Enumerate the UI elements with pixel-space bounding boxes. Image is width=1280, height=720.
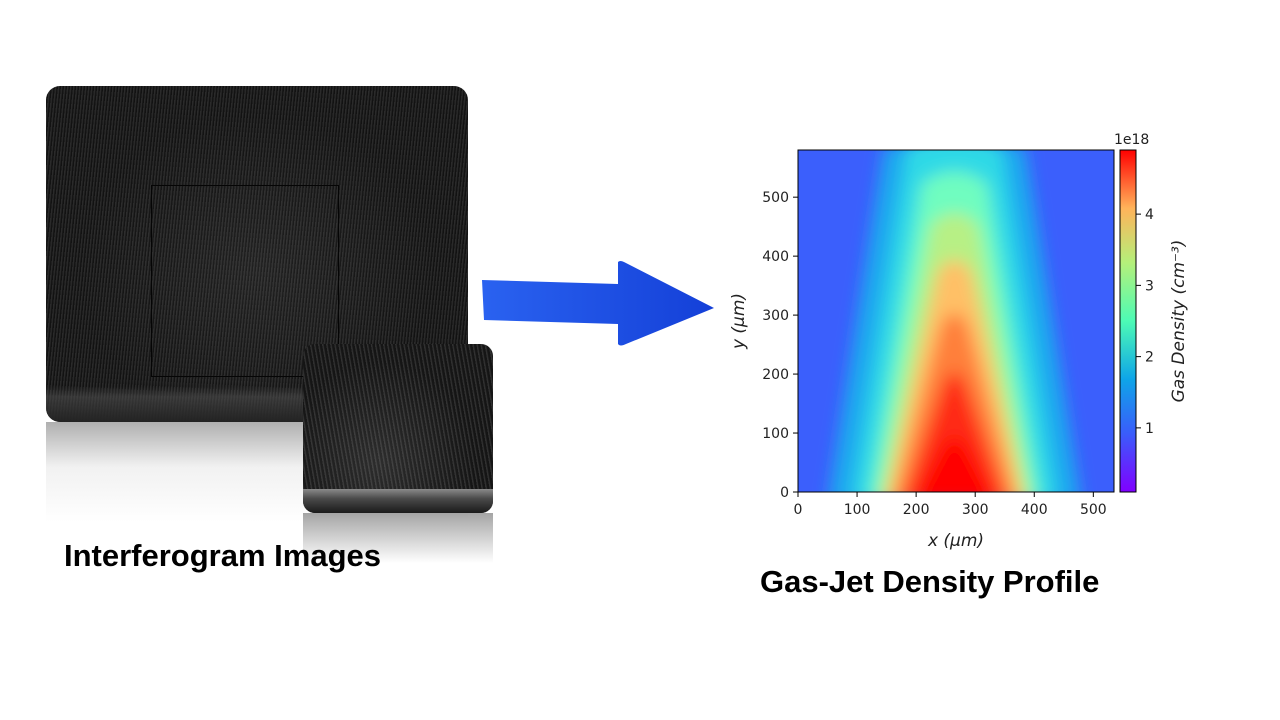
x-tick-label: 400 (1021, 502, 1048, 518)
interferogram-caption: Interferogram Images (64, 538, 381, 573)
heatmap-contour-7 (919, 436, 990, 492)
y-tick-label: 300 (762, 308, 789, 324)
density-profile-caption: Gas-Jet Density Profile (760, 564, 1100, 599)
colorbar-tick-label: 4 (1145, 207, 1154, 223)
x-tick-label: 300 (962, 502, 989, 518)
small-image-reflection (303, 513, 493, 563)
interferogram-image-zoom (303, 344, 493, 513)
colorbar-tick-label: 2 (1145, 350, 1154, 366)
colorbar-tick-label: 1 (1145, 421, 1154, 437)
plot-frame (797, 149, 1115, 493)
x-tick-label: 100 (844, 502, 871, 518)
y-axis-ticks: 0 100 200 300 400 500 (762, 190, 798, 501)
colorbar-tick-label: 3 (1145, 278, 1154, 294)
colorbar (1119, 149, 1137, 493)
density-chart: 0 100 200 300 400 500 0 100 200 300 400 500 x (μm)… (729, 132, 1189, 551)
nozzle-edge (303, 489, 493, 513)
heatmap-area (798, 150, 1114, 492)
region-of-interest-box (151, 185, 339, 377)
y-axis-label: y (μm) (729, 293, 749, 350)
x-tick-label: 500 (1080, 502, 1107, 518)
x-axis-ticks: 0 100 200 300 400 500 (794, 492, 1107, 518)
y-tick-label: 200 (762, 367, 789, 383)
y-tick-label: 400 (762, 249, 789, 265)
x-tick-label: 0 (794, 502, 803, 518)
y-tick-label: 500 (762, 190, 789, 206)
y-tick-label: 100 (762, 426, 789, 442)
arrow-right-icon (482, 261, 714, 346)
heatmap-contour-6 (906, 372, 1003, 492)
y-tick-label: 0 (780, 485, 789, 501)
colorbar-label: Gas Density (cm⁻³) (1169, 240, 1189, 403)
x-tick-label: 200 (903, 502, 930, 518)
x-axis-label: x (μm) (927, 531, 984, 551)
colorbar-multiplier: 1e18 (1114, 132, 1149, 148)
interferogram-images-group (0, 0, 520, 600)
colorbar-ticks: 1 2 3 4 (1136, 207, 1154, 437)
arrow-shape (482, 261, 714, 346)
